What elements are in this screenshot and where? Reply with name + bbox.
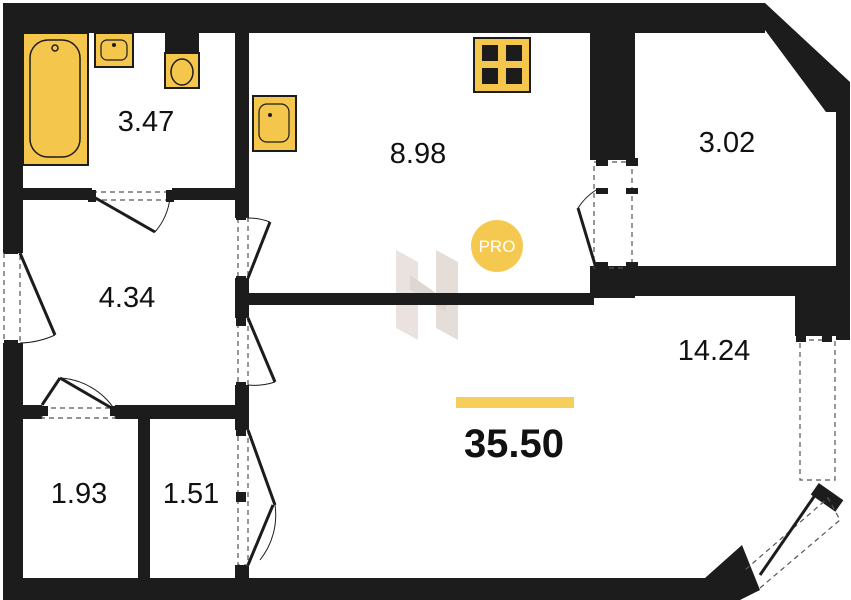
wall-end-marks <box>4 158 832 575</box>
room-area-storage: 1.93 <box>51 478 107 510</box>
sink-icon <box>94 32 134 68</box>
room-area-loggia: 3.02 <box>699 127 755 159</box>
pro-badge-label: PRO <box>479 237 516 256</box>
pro-badge: PRO <box>471 220 523 272</box>
bathtub-icon <box>22 32 89 166</box>
room-area-kitchen: 8.98 <box>390 138 446 170</box>
kitchen-sink-icon <box>252 95 297 152</box>
room-area-wardrobe: 1.51 <box>163 478 219 510</box>
doors <box>18 189 822 576</box>
openings <box>3 161 841 589</box>
toilet-icon <box>164 33 200 89</box>
total-area: 35.50 <box>464 422 564 466</box>
room-area-living-room: 14.24 <box>678 335 751 367</box>
total-area-accent-bar <box>456 397 574 408</box>
stove-icon <box>473 37 531 93</box>
room-area-hallway: 4.34 <box>99 282 155 314</box>
room-area-bathroom: 3.47 <box>118 106 174 138</box>
